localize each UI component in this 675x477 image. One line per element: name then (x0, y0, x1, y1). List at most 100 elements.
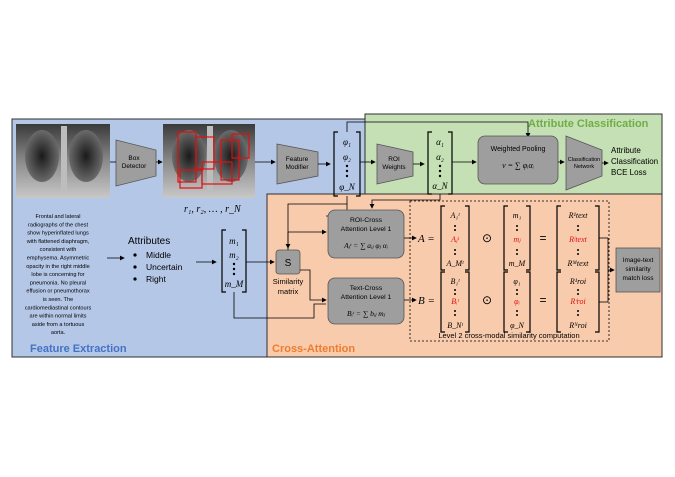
odot-a: ⊙ (482, 231, 492, 245)
m-entry-2: m₂ (229, 250, 239, 260)
report-line: consistent with (40, 247, 77, 253)
roi-cross-attention-block (327, 209, 405, 259)
match-loss-block (615, 247, 661, 293)
r-roi-column: R¹roi Rⁱroi Rᴺroi (556, 271, 600, 333)
phi-entry-1: φ₁ (343, 137, 351, 147)
roi-weights-block (376, 143, 414, 185)
feature-modifier-label: Feature (286, 156, 309, 163)
report-line: aside from a tortuous (32, 322, 85, 328)
roi-cross-attention-label-2: Attention Level 1 (341, 226, 392, 233)
text-cross-attention-block (327, 277, 405, 325)
report-line: cardiomediastinal contours (25, 305, 92, 311)
attribute-item-middle: Middle (146, 250, 171, 260)
attributes-list: Middle Uncertain Right (133, 250, 183, 284)
phi-entry-n: φ_N (339, 182, 355, 192)
b-entry-n: B_Nᵗ (447, 321, 463, 330)
attribute-item-uncertain: Uncertain (146, 262, 183, 272)
m-entry-m: m_M (225, 279, 244, 289)
a-entry-j: Aⱼᵗ (450, 235, 459, 244)
r-text-entry-1: R¹text (568, 211, 589, 220)
m-vector: m₁ m₂ m_M (221, 229, 247, 293)
r-text-entry-m: Rᴹtext (567, 259, 590, 268)
b-matrix: B₁ᵗ Bᵢᵗ B_Nᵗ (440, 271, 470, 333)
m-column: m₁ mⱼ m_M (503, 205, 531, 271)
m-col-entry-1: m₁ (513, 211, 522, 220)
phi-col-entry-i: φᵢ (514, 297, 520, 306)
match-loss-label-2: similarity (625, 266, 651, 273)
phi-vector: φ₁ φ₂ φ_N (333, 131, 361, 197)
similarity-matrix-label-2: matrix (278, 287, 299, 296)
roi-cross-formula: Aⱼᵗ = ∑ aᵢⱼ φⱼ αᵢ (343, 241, 388, 250)
report-line: are within normal limits (30, 314, 87, 320)
regions-label: r₁, r₂, … , r_N (184, 204, 242, 215)
match-loss-label: Image-text (623, 257, 654, 264)
weighted-pooling-block (477, 135, 559, 185)
phi-entry-2: φ₂ (343, 152, 351, 162)
classification-network-label: Classification (568, 157, 600, 163)
a-matrix: A₁ᵗ Aⱼᵗ A_Mᵗ (440, 205, 470, 271)
weighted-pooling-formula: v = ∑ φᵢαᵢ (502, 161, 534, 170)
r-roi-entry-n: Rᴺroi (568, 321, 587, 330)
chest-xray-image (16, 124, 110, 198)
b-entry-1: B₁ᵗ (450, 277, 460, 286)
text-cross-attention-label: Text-Cross (350, 285, 383, 292)
report-line: show hyperinflated lungs (27, 231, 89, 237)
odot-b: ⊙ (482, 293, 492, 307)
chest-xray-with-boxes (163, 124, 255, 198)
b-entry-i: Bᵢᵗ (451, 297, 459, 306)
box-detector-block (115, 139, 157, 187)
level2-caption: Level 2 cross-modal similarity computati… (438, 331, 579, 340)
cross-attention-title: Cross-Attention (272, 343, 355, 355)
attribute-bce-loss-label-3: BCE Loss (611, 168, 647, 177)
report-line: pneumonia. No pleural (30, 280, 86, 286)
a-matrix-label: A = (417, 233, 435, 245)
a-entry-m: A_Mᵗ (446, 259, 465, 268)
report-line: with flattened diaphragm, (26, 239, 90, 245)
alpha-entry-2: α₂ (436, 152, 444, 162)
m-entry-1: m₁ (229, 236, 239, 246)
b-matrix-label: B = (418, 295, 435, 307)
phi-col-entry-n: φ_N (510, 321, 524, 330)
equals-b: = (539, 293, 546, 307)
report-line: lobe is concerning for (31, 272, 84, 278)
text-cross-attention-label-2: Attention Level 1 (341, 294, 392, 301)
r-text-entry-j: Rʲtext (568, 235, 588, 244)
report-line: opacity in the right middle (26, 264, 89, 270)
roi-weights-label-2: Weights (382, 164, 406, 171)
r-roi-entry-i: Rⁱroi (569, 297, 585, 306)
attribute-bce-loss-label: Attribute (611, 146, 641, 155)
attribute-classification-title: Attribute Classification (528, 118, 649, 130)
alpha-entry-1: α₁ (436, 137, 444, 147)
alpha-entry-n: α_N (432, 181, 448, 191)
similarity-s-label: S (285, 258, 292, 269)
phi-col-entry-1: φ₁ (513, 277, 520, 286)
alpha-vector: α₁ α₂ α_N (427, 131, 453, 195)
attributes-title: Attributes (128, 236, 170, 247)
attribute-item-right: Right (146, 274, 166, 284)
feature-extraction-title: Feature Extraction (30, 343, 127, 355)
report-line: Frontal and lateral (35, 214, 80, 220)
classification-network-block (565, 135, 603, 191)
m-col-entry-j: mⱼ (513, 235, 521, 244)
report-line: radiographs of the chest (28, 222, 88, 228)
roi-weights-label: ROI (388, 156, 400, 163)
match-loss-label-3: match loss (622, 275, 654, 282)
feature-modifier-label-2: Modifier (285, 164, 309, 171)
level2-box (409, 200, 610, 342)
equals-a: = (539, 231, 546, 245)
classification-network-label-2: Network (574, 164, 594, 170)
roi-cross-attention-label: ROI-Cross (350, 217, 383, 224)
text-cross-formula: Bᵢᵗ = ∑ bᵢⱼ mⱼ (347, 309, 386, 318)
m-col-entry-m: m_M (509, 259, 527, 268)
phi-column: φ₁ φᵢ φ_N (503, 271, 531, 333)
attribute-bce-loss-label-2: Classification (611, 157, 658, 166)
similarity-matrix-label: Similarity (273, 277, 304, 286)
report-line: is seen. The (43, 297, 73, 303)
radiology-report: Frontal and lateral radiographs of the ch… (25, 214, 92, 336)
report-line: emphysema. Asymmetric (27, 256, 90, 262)
report-line: effusion or pneumothorax (26, 289, 90, 295)
report-line: aorta. (51, 330, 66, 336)
box-detector-label-2: Detector (122, 163, 147, 170)
a-entry-1: A₁ᵗ (449, 211, 460, 220)
r-roi-entry-1: R¹roi (569, 277, 586, 286)
